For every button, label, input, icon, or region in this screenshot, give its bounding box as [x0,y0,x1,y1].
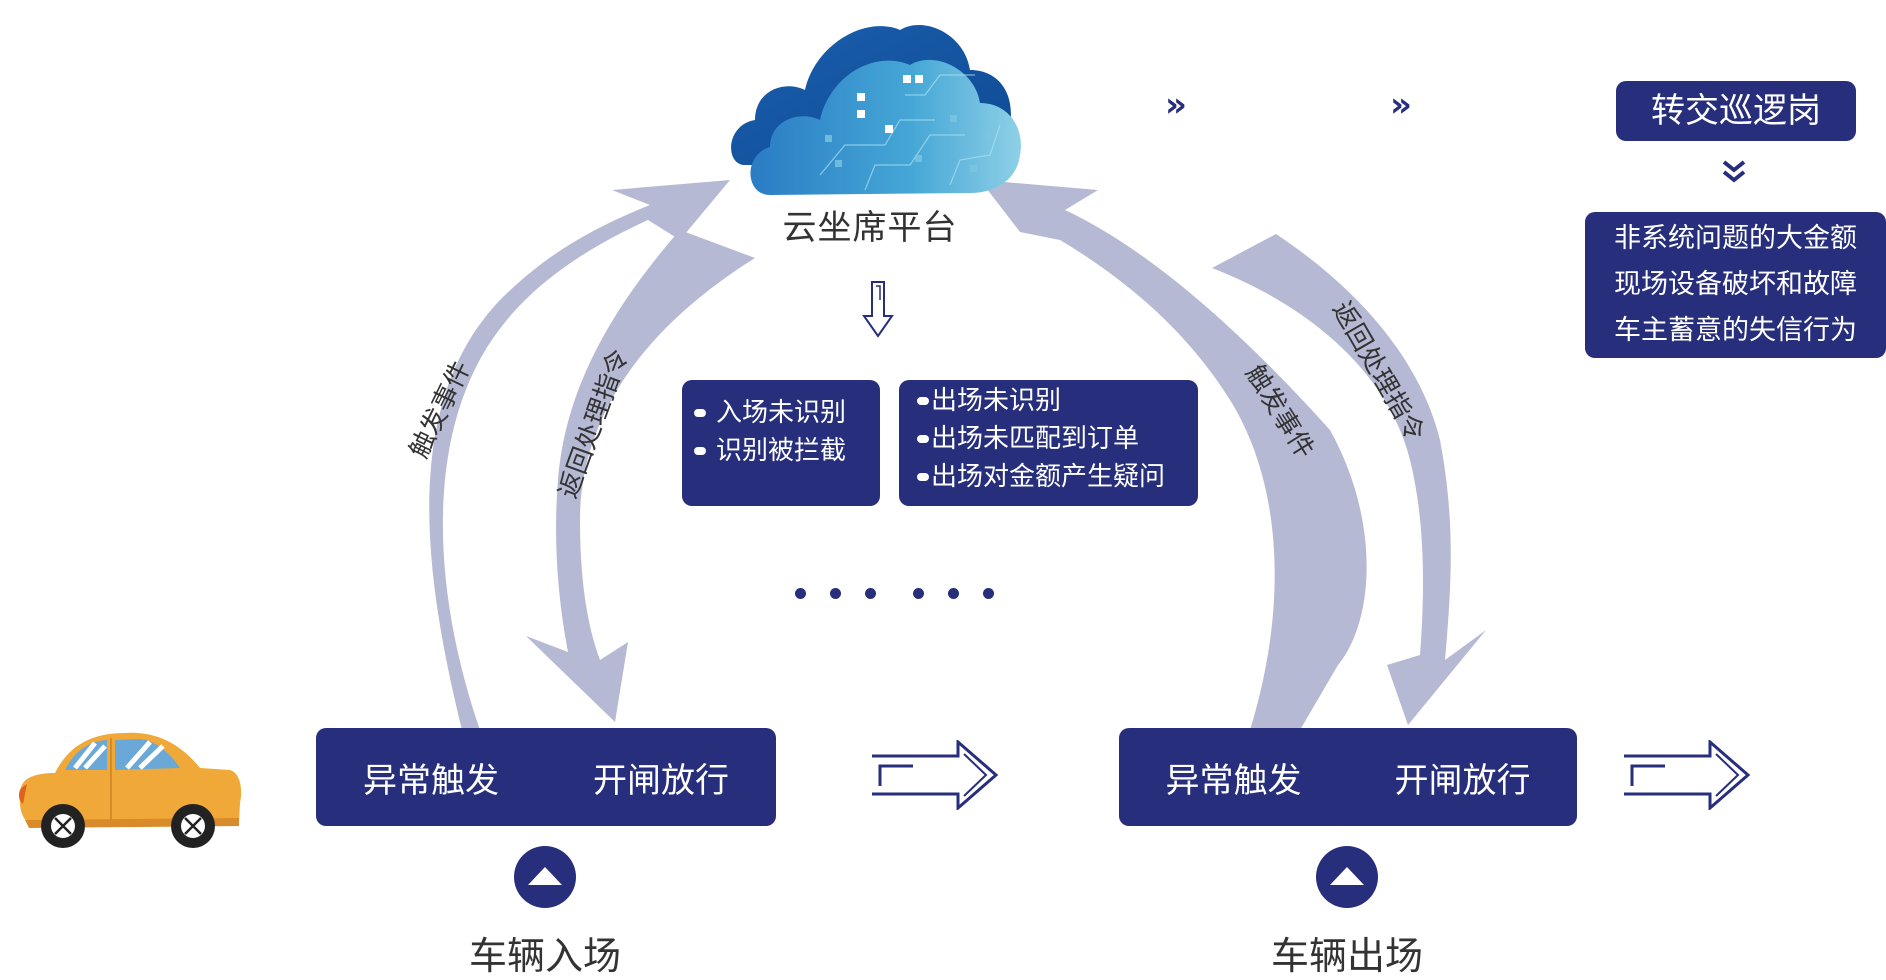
down-chevron-icon [1722,158,1746,188]
left-return-arrow [526,230,755,722]
right-arrow-icon [1624,740,1751,810]
right-return-label: 返回处理指令 [1326,297,1430,447]
right-arrow-icon [872,740,999,810]
ellipsis-dot [913,588,924,599]
left-trigger-arrow [429,180,730,730]
bullet-icon [917,435,929,443]
bullet-icon [917,397,929,405]
exit-gate-box: 异常触发 开闸放行 [1119,728,1577,826]
exit-issue-item: 出场未匹配到订单 [917,420,1198,458]
ellipsis-dot [983,588,994,599]
exit-issue-item: 出场未识别 [917,382,1198,420]
transfer-to-patrol-box: 转交巡逻岗 [1616,81,1856,141]
exit-issue-item: 出场对金额产生疑问 [917,458,1198,496]
entry-gate-box: 异常触发 开闸放行 [316,728,776,826]
right-return-arrow [1212,234,1486,725]
forward-chevron-icon: » [1165,85,1187,125]
cloud-platform [725,15,1025,205]
entry-issues-box: 入场未识别 识别被拦截 [682,380,880,506]
cloud-circuit-icon [731,24,1021,195]
ellipsis-dot [795,588,806,599]
car-icon [18,732,242,848]
entry-stage-button[interactable] [514,846,576,908]
escalation-issue-item: 车主蓄意的失信行为 [1614,315,1857,346]
exit-abnormal-trigger-label: 异常触发 [1165,760,1302,801]
exit-issues-box: 出场未识别 出场未匹配到订单 出场对金额产生疑问 [899,380,1198,506]
exit-open-gate-label: 开闸放行 [1394,760,1531,801]
bullet-icon [917,473,929,481]
entry-issue-item: 识别被拦截 [694,432,880,470]
down-arrow-icon [862,281,894,338]
triangle-up-icon [528,867,562,885]
ellipsis-dots [795,588,995,600]
escalation-issue-item: 非系统问题的大金额 [1614,223,1857,254]
exit-stage-button[interactable] [1316,846,1378,908]
entry-issue-item: 入场未识别 [694,394,880,432]
ellipsis-dot [830,588,841,599]
right-trigger-arrow [980,180,1367,730]
entry-open-gate-label: 开闸放行 [593,760,729,801]
bullet-icon [694,447,706,455]
triangle-up-icon [1330,867,1364,885]
ellipsis-dot [948,588,959,599]
escalation-issue-item: 现场设备破坏和故障 [1614,269,1857,300]
entry-stage-label: 车辆入场 [468,934,621,978]
bullet-icon [694,409,706,417]
exit-stage-label: 车辆出场 [1270,934,1423,978]
ellipsis-dot [865,588,876,599]
entry-abnormal-trigger-label: 异常触发 [363,760,499,801]
cloud-platform-label: 云坐席平台 [782,208,958,248]
escalation-issues-box: 非系统问题的大金额 现场设备破坏和故障 车主蓄意的失信行为 [1585,212,1886,358]
forward-chevron-icon: » [1390,85,1412,125]
